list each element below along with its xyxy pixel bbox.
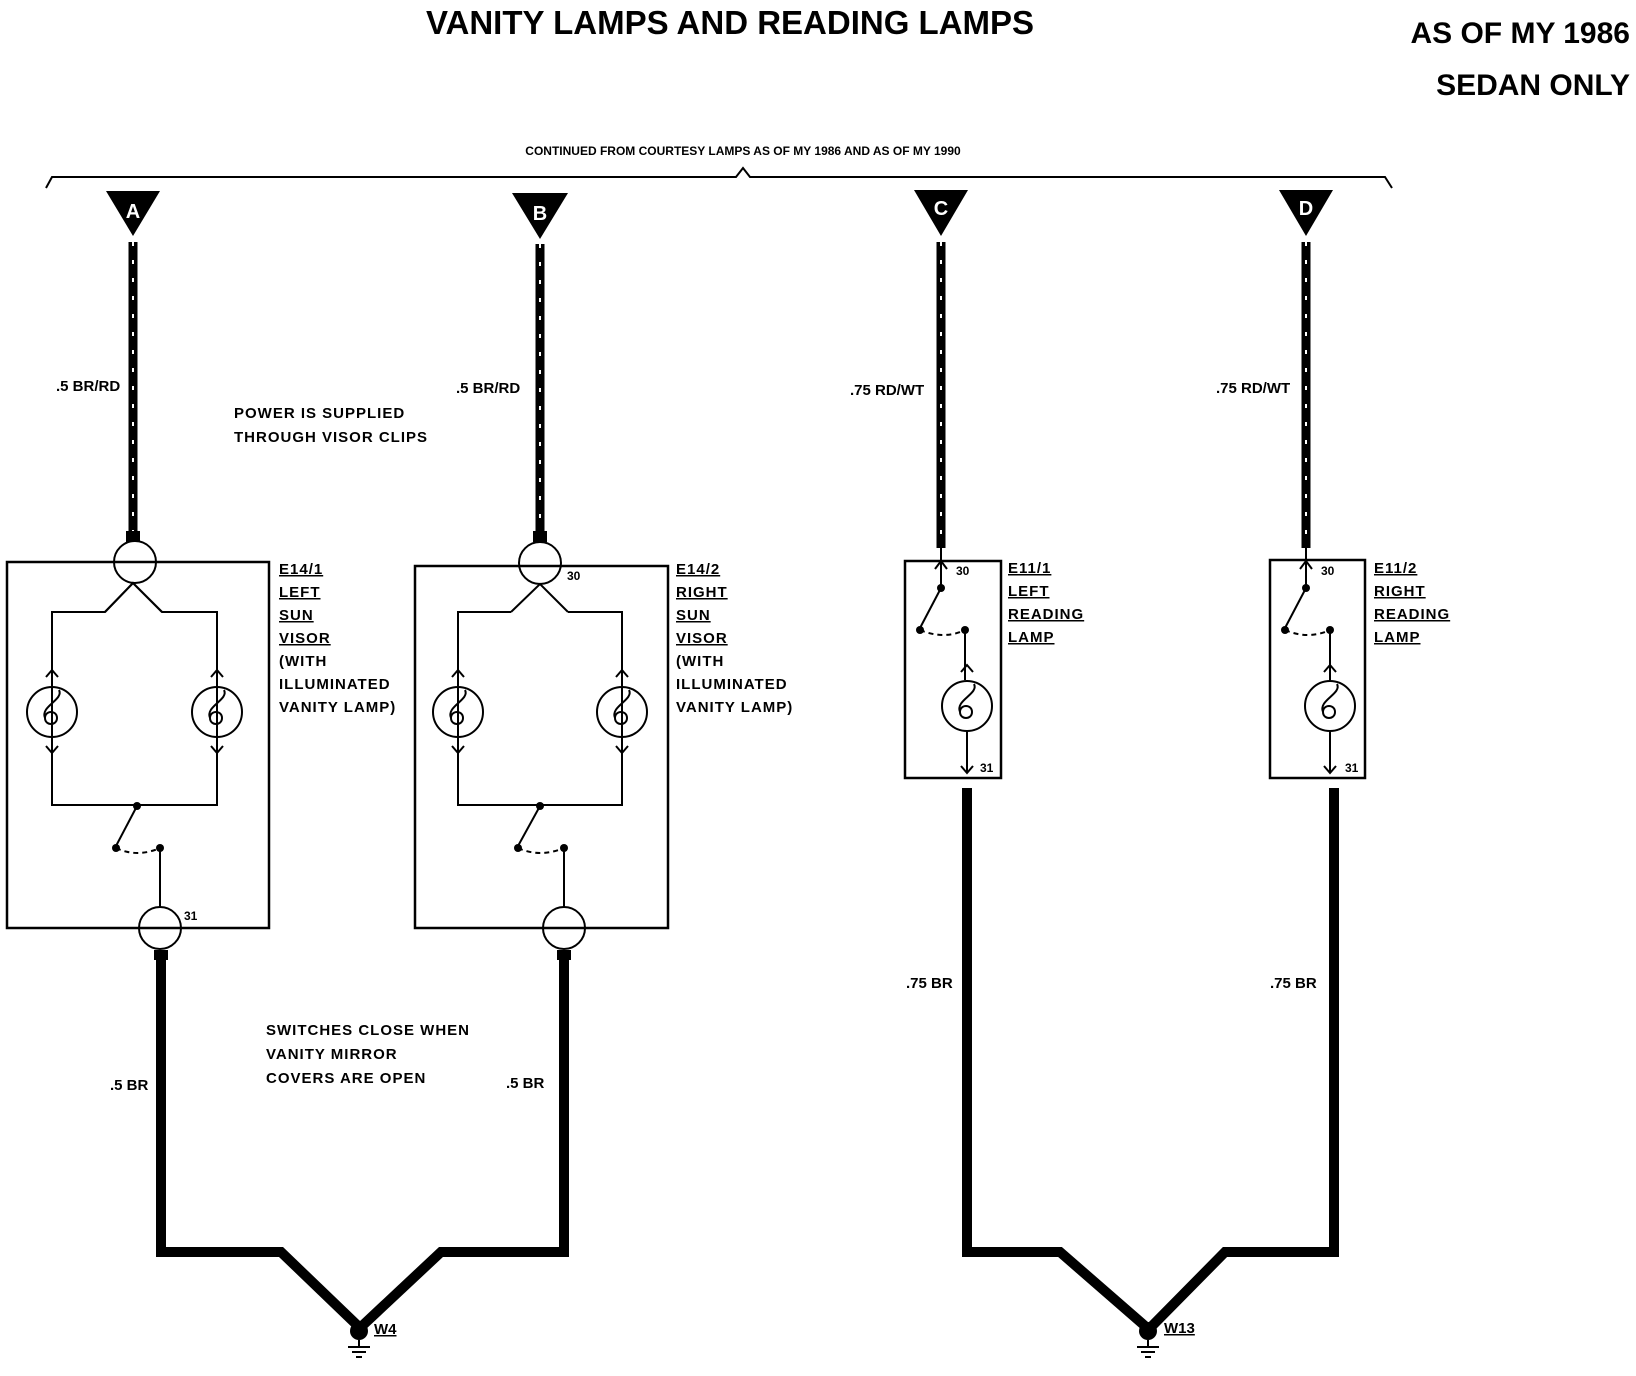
e14-1-label-line: SUN	[279, 607, 314, 624]
bulb-icon	[26, 668, 78, 755]
ground-w4-icon	[348, 1322, 370, 1358]
pin-31-e11-2: 31	[1345, 761, 1359, 775]
note-power-line2: THROUGH VISOR CLIPS	[234, 429, 428, 446]
wire-a-ground-terminal	[154, 950, 168, 960]
wire-b-ground-terminal	[557, 950, 571, 960]
wire-label-d-ground: .75 BR	[1270, 975, 1317, 992]
wire-label-b-supply: .5 BR/RD	[456, 380, 520, 397]
pin-30-e11-1: 30	[956, 564, 970, 578]
wire-b-terminal	[533, 531, 547, 542]
e11-1-label-line: LEFT	[1008, 583, 1050, 600]
reading-lamp-switch-icon	[1281, 584, 1334, 680]
note-switches-line1: SWITCHES CLOSE WHEN	[266, 1022, 470, 1039]
e14-2-label-line: VISOR	[676, 630, 728, 647]
wire-label-a-supply: .5 BR/RD	[56, 378, 120, 395]
wire-label-c-ground: .75 BR	[906, 975, 953, 992]
e11-2-label-line: LAMP	[1374, 629, 1421, 646]
ground-label-w13: W13	[1164, 1320, 1195, 1337]
e14-1-label-line: ILLUMINATED	[279, 676, 391, 693]
svg-text:C: C	[934, 198, 948, 220]
e11-1-label-line: LAMP	[1008, 629, 1055, 646]
mirror-switch-icon	[514, 802, 568, 908]
ground-label-w4: W4	[374, 1321, 397, 1338]
e11-2-label-line: RIGHT	[1374, 583, 1426, 600]
svg-text:D: D	[1299, 198, 1313, 220]
bulb-icon	[596, 668, 648, 755]
page-title: VANITY LAMPS AND READING LAMPS	[426, 4, 1034, 41]
e11-1-left-reading-lamp: 30 31 E11/1 LEFT READING LAMP	[903, 548, 1084, 780]
e14-2-label-line: ILLUMINATED	[676, 676, 788, 693]
bulb-icon	[191, 668, 243, 755]
pin-31-e11-1: 31	[980, 761, 994, 775]
e14-2-label: E14/2	[676, 561, 720, 578]
connector-b: B	[512, 193, 568, 239]
bulb-icon	[432, 668, 484, 755]
wire-label-b-ground: .5 BR	[506, 1075, 545, 1092]
wire-a-terminal	[126, 531, 140, 542]
e11-2-label-line: READING	[1374, 606, 1450, 623]
e11-2-label: E11/2	[1374, 560, 1417, 577]
e14-1-label-line: VANITY LAMP)	[279, 699, 396, 716]
note-switches-line2: VANITY MIRROR	[266, 1046, 398, 1063]
mirror-switch-icon	[112, 802, 164, 908]
ground-w13-icon	[1137, 1322, 1159, 1358]
pin-31-e14-1: 31	[184, 909, 198, 923]
note-switches-line3: COVERS ARE OPEN	[266, 1070, 426, 1087]
bulb-icon	[941, 663, 993, 775]
connector-c: C	[914, 190, 968, 236]
e14-2-label-line: VANITY LAMP)	[676, 699, 793, 716]
e14-1-left-sun-visor: 31 E14/1 LEFT SUN VISOR (WITH ILLUMINATE…	[5, 540, 396, 950]
connector-a: A	[106, 191, 160, 236]
e14-1-label: E14/1	[279, 561, 323, 578]
continuation-bracket	[45, 166, 1393, 189]
wire-cd-ground	[962, 788, 1339, 1330]
pin-30-e11-2: 30	[1321, 564, 1335, 578]
pin-30-e14-2: 30	[567, 569, 581, 583]
e14-2-label-line: SUN	[676, 607, 711, 624]
e11-1-label-line: READING	[1008, 606, 1084, 623]
bulb-icon	[1304, 663, 1356, 775]
e14-2-label-line: RIGHT	[676, 584, 728, 601]
e14-1-label-line: VISOR	[279, 630, 331, 647]
wire-label-d-supply: .75 RD/WT	[1216, 380, 1290, 397]
e14-1-label-line: LEFT	[279, 584, 321, 601]
wire-label-a-ground: .5 BR	[110, 1077, 149, 1094]
wire-ab-ground	[156, 958, 569, 1330]
reading-lamp-switch-icon	[916, 584, 969, 680]
note-power-line1: POWER IS SUPPLIED	[234, 405, 405, 422]
e14-2-right-sun-visor: 30 E14/2 RIGHT SUN VISOR (WITH ILLUMINAT…	[413, 541, 793, 950]
e14-2-label-line: (WITH	[676, 653, 724, 670]
model-year-note: AS OF MY 1986	[1410, 17, 1630, 50]
wire-label-c-supply: .75 RD/WT	[850, 382, 924, 399]
e11-1-label: E11/1	[1008, 560, 1051, 577]
e11-2-right-reading-lamp: 30 31 E11/2 RIGHT READING LAMP	[1268, 548, 1450, 780]
body-style-note: SEDAN ONLY	[1436, 69, 1630, 102]
connector-d: D	[1279, 190, 1333, 236]
svg-text:A: A	[126, 201, 140, 223]
svg-text:B: B	[533, 203, 547, 225]
e14-1-label-line: (WITH	[279, 653, 327, 670]
continued-from-label: CONTINUED FROM COURTESY LAMPS AS OF MY 1…	[525, 144, 961, 158]
